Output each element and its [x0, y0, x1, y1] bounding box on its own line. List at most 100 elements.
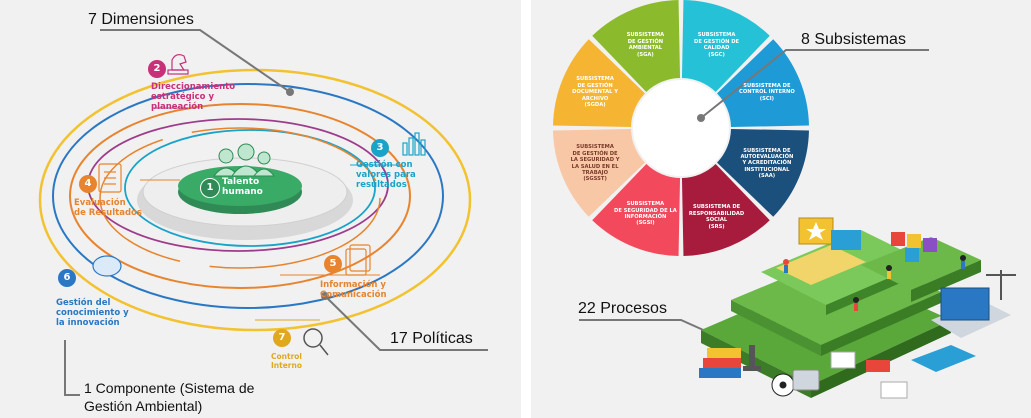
component-callout-line1: 1 Componente (Sistema de	[84, 380, 255, 396]
badge-dimension-3: 3	[371, 139, 389, 157]
dimension-4-line1: Evaluación	[74, 198, 126, 208]
ring-segment-label-line: SUBSISTEMA	[626, 201, 665, 208]
dimension-3-line2: valores para	[356, 170, 416, 180]
center-label-line1: Talento	[222, 177, 260, 187]
chart-icon	[402, 132, 426, 156]
processes-callout: 22 Procesos	[578, 300, 667, 317]
ring-segment-label-line: SUBSISTEMA DE	[743, 147, 791, 154]
ring-segment-label-line: AUTOEVALUACIÓN	[740, 153, 794, 160]
ring-segment-label-line: DE GESTIÓN	[577, 82, 613, 89]
dimension-2-line2: estratégico y	[151, 92, 215, 102]
ring-segment-6	[553, 128, 645, 217]
ring-segment-3	[717, 128, 809, 217]
ring-segment-label-line: DOCUMENTAL Y	[572, 89, 618, 96]
dimension-6-line2: conocimiento y	[56, 308, 129, 318]
badge-dimension-2: 2	[148, 60, 166, 78]
magnifier-icon	[303, 328, 329, 356]
component-callout-line2: Gestión Ambiental)	[84, 398, 203, 414]
ring-segment-label-line: LA SALUD EN EL	[571, 163, 619, 170]
ring-segment-label-line: DE GESTIÓN DE CALIDAD	[694, 38, 740, 52]
dimension-2-line3: planeación	[151, 102, 204, 112]
ring-segment-label-line: ARCHIVO	[581, 95, 609, 102]
people-icon	[212, 143, 275, 177]
subsystems-ring-diagram	[553, 0, 1016, 399]
ring-segment-1	[681, 0, 770, 92]
dimensions-callout: 7 Dimensiones	[88, 11, 194, 28]
subsystems-ring	[553, 0, 809, 256]
clipboard-icon	[98, 163, 122, 193]
ring-segment-label-line: SUBSISTEMA	[576, 144, 614, 151]
ring-segment-label-line: (SAA)	[758, 173, 776, 180]
ring-segment-label-line: (SGDA)	[584, 102, 606, 109]
dimension-5-line2: Comunicación	[320, 290, 387, 300]
ring-segment-label-line: (SGA)	[637, 51, 654, 58]
badge-dimension-5: 5	[324, 255, 342, 273]
ring-segment-2	[717, 39, 809, 128]
subsystems-callout-line	[700, 49, 929, 119]
ring-segment-7	[553, 39, 645, 128]
subsystems-callout: 8 Subsistemas	[801, 31, 906, 48]
ring-segment-8	[592, 0, 681, 92]
ring-segment-5	[592, 164, 681, 256]
dimension-7-line2: Interno	[271, 361, 302, 370]
teal-ring	[124, 129, 376, 247]
chess-knight-icon	[167, 54, 189, 75]
badge-dimension-7: 7	[273, 329, 291, 347]
ring-segment-label-line: SUBSISTEMA DE	[743, 82, 791, 89]
dimension-2-line1: Direccionamiento	[151, 82, 236, 92]
dimension-3-line3: resultados	[356, 180, 407, 190]
dimensions-callout-line	[100, 29, 291, 93]
dimension-7-line1: Control	[271, 352, 303, 361]
documents-icon	[345, 244, 371, 276]
ring-segment-label-line: DE GESTIÓN DE	[572, 150, 618, 157]
badge-dimension-6: 6	[58, 269, 76, 287]
mipg-rings-diagram	[38, 29, 488, 396]
ring-segment-label-line: CONTROL INTERNO	[739, 89, 795, 96]
ring-segment-label-line: (SRS)	[708, 223, 725, 230]
ring-segment-label-line: SUBSISTEMA	[576, 76, 614, 83]
ring-segment-label-line: RESPONSABILIDAD SOCIAL	[688, 210, 745, 224]
ring-segment-label-line: (SGSI)	[636, 220, 655, 227]
policies-callout: 17 Políticas	[390, 330, 473, 347]
ring-segment-label-line: INSTITUCIONAL	[744, 166, 790, 173]
orange-ring-inner	[99, 127, 381, 269]
ring-segment-label-line: DE GESTIÓN AMBIENTAL	[627, 38, 664, 52]
brain-icon	[92, 255, 122, 277]
center-label-line2: humano	[222, 187, 263, 197]
ring-segment-label-line: Y ACREDITACIÓN	[742, 160, 792, 167]
blue-ring	[52, 83, 444, 309]
education-illustration	[699, 217, 1016, 399]
badge-talento: 1	[200, 178, 220, 198]
ring-center	[633, 80, 729, 176]
dimension-6-line1: Gestión del	[56, 298, 111, 308]
policies-callout-line	[324, 295, 488, 351]
dimension-4-line2: de Resultados	[74, 208, 142, 218]
ring-segment-label-line: (SGC)	[708, 51, 725, 58]
ring-segment-label-line: (SCI)	[759, 95, 775, 102]
dimension-6-line3: la innovación	[56, 318, 120, 328]
badge-dimension-4: 4	[79, 175, 97, 193]
dimension-3-line1: Gestión con	[356, 160, 413, 170]
ring-segment-label-line: SUBSISTEMA	[626, 32, 665, 39]
component-callout-line	[64, 340, 80, 396]
outer-yellow-ring	[38, 68, 472, 332]
orange-ring-outer	[69, 103, 411, 289]
ring-segment-label-line: (SGSST)	[583, 176, 607, 183]
dimension-5-line1: Información y	[320, 280, 386, 290]
ring-segment-label-line: DE SEGURIDAD DE LA	[614, 207, 677, 214]
mipg-panel: 7 Dimensiones 17 Políticas 1 Componente …	[0, 0, 521, 418]
ring-segment-label-line: SUBSISTEMA DE	[692, 204, 741, 211]
ring-segment-label-line: TRABAJO	[582, 170, 608, 176]
ring-segment-label-line: INFORMACIÓN	[624, 213, 667, 220]
ring-segment-label-line: LA SEGURIDAD Y	[570, 157, 620, 164]
ring-segment-label-line: SUBSISTEMA	[697, 32, 736, 39]
